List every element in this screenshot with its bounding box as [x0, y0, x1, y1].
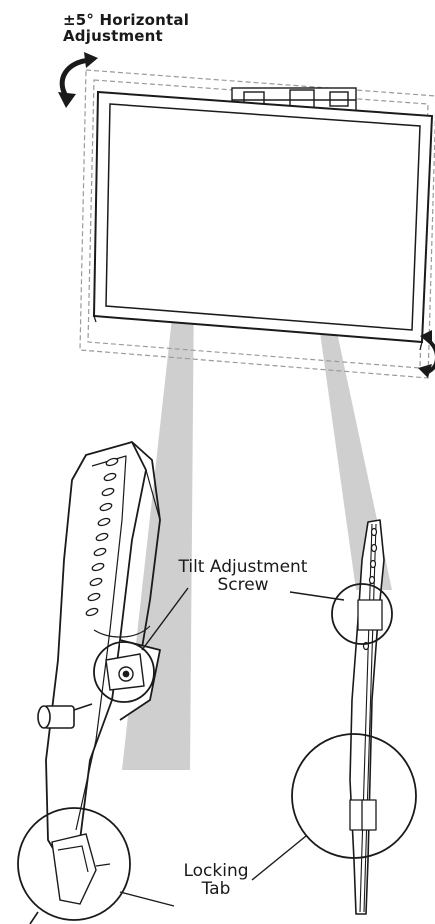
locking-tab-label: Locking Tab	[166, 862, 266, 899]
horizontal-adjustment-line1: ±5° Horizontal	[63, 11, 190, 29]
tilt-screw-line1: Tilt Adjustment	[178, 557, 308, 577]
horizontal-adjustment-line2: Adjustment	[63, 27, 163, 46]
right-mount-rail	[349, 519, 385, 915]
locking-tab-detail-right	[291, 733, 417, 859]
locking-tab-detail-left	[17, 807, 131, 924]
locking-tab-leader-right	[251, 835, 307, 881]
rotation-arrow-top-icon	[58, 52, 98, 108]
locking-tab-leader-left	[119, 891, 175, 907]
tilt-screw-label: Tilt Adjustment Screw	[158, 558, 328, 595]
left-arm-slots	[85, 457, 119, 617]
left-arm-knob	[37, 703, 93, 729]
locking-tab-line1: Locking	[183, 861, 249, 881]
tilt-screw-line2: Screw	[217, 575, 269, 596]
tilt-screw-leader-left	[141, 587, 189, 651]
horizontal-adjustment-label: ±5° Horizontal Adjustment	[63, 11, 190, 46]
tilt-screw-detail	[93, 641, 155, 703]
tv-screen	[92, 90, 434, 351]
tilt-screw-detail-right	[331, 583, 393, 645]
tilt-screw-leader-right	[289, 591, 345, 601]
locking-tab-line2: Tab	[201, 879, 231, 900]
rotation-arrow-bottom-icon	[418, 330, 435, 378]
